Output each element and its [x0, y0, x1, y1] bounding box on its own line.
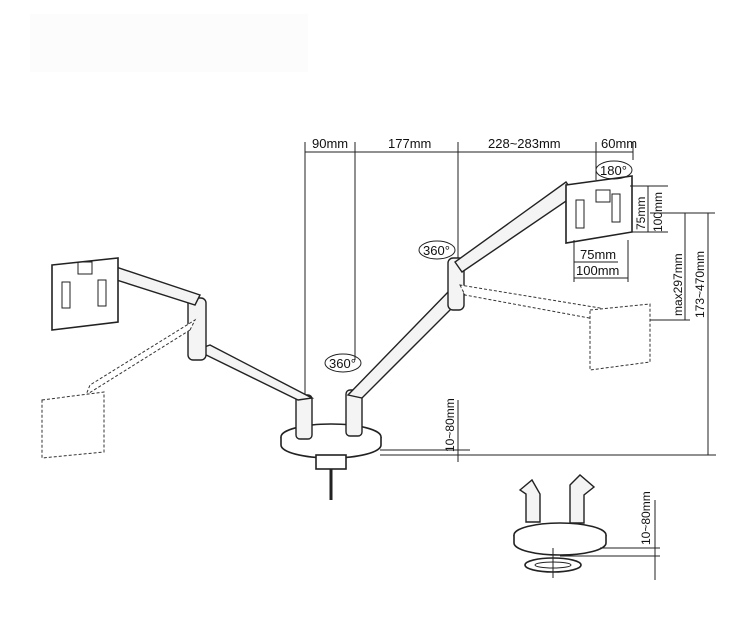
vesa-v-100mm: 100mm [651, 192, 665, 232]
rotation-360-base-label: 360° [329, 356, 356, 371]
dim-clamp-range: 10~80mm [443, 398, 457, 452]
monitor-plate-right-bottom [589, 303, 651, 371]
vesa-v-75mm: 75mm [634, 197, 648, 230]
monitor-plate-left-top [51, 257, 119, 331]
top-dimension-lines [304, 142, 634, 420]
vesa-h-75mm: 75mm [580, 247, 616, 262]
vesa-h-100mm: 100mm [576, 263, 619, 278]
rotation-360-arm-marker [418, 240, 456, 260]
dim-90mm: 90mm [312, 136, 348, 151]
dim-177mm: 177mm [388, 136, 431, 151]
rotation-180-marker [595, 160, 633, 180]
desk-base [280, 389, 382, 500]
blurred-watermark [30, 14, 308, 72]
rotation-360-arm-label: 360° [423, 243, 450, 258]
dim-max-height: max297mm [671, 253, 685, 316]
dim-clamp-range-inset: 10~80mm [639, 491, 653, 545]
dim-228-283mm: 228~283mm [488, 136, 561, 151]
dim-height-range: 173~470mm [693, 251, 707, 318]
monitor-plate-right-top [565, 175, 633, 244]
grommet-base-inset [513, 474, 660, 580]
dim-60mm: 60mm [601, 136, 637, 151]
height-dimension-lines [380, 212, 716, 462]
right-arm [346, 181, 601, 399]
rotation-360-base-marker [324, 353, 362, 373]
vesa-dimension-lines [573, 185, 668, 282]
monitor-plate-left-bottom [41, 391, 105, 459]
left-arm [84, 264, 315, 401]
rotation-180-label: 180° [600, 163, 627, 178]
